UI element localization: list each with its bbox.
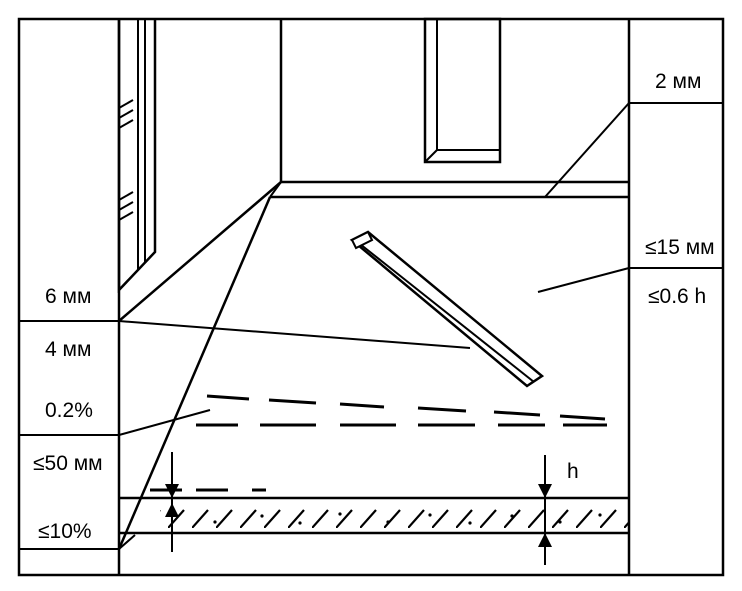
straightedge — [349, 230, 545, 388]
label-50mm: ≤50 мм — [33, 452, 103, 475]
leader-2mm — [544, 102, 630, 198]
leader-02 — [118, 409, 211, 436]
floor-left-edge — [118, 181, 282, 322]
screed-hatch — [160, 505, 629, 529]
hinge-marks-lower — [118, 191, 134, 221]
floor-perspective-line — [117, 196, 272, 550]
back-window — [423, 17, 502, 164]
leader-15mm — [537, 267, 630, 293]
label-6mm: 6 мм — [45, 285, 91, 308]
dim-arrows-h — [538, 455, 552, 565]
label-10pct: ≤10% — [38, 520, 92, 543]
hinge-marks-upper — [118, 99, 134, 129]
label-h: h — [567, 460, 579, 483]
label-15mm: ≤15 мм — [645, 236, 715, 259]
slope-dashes — [196, 394, 607, 427]
label-06h: ≤0.6 h — [648, 285, 706, 308]
dim-arrows-left — [165, 452, 179, 552]
outer-frame — [17, 17, 725, 577]
label-02pct: 0.2% — [45, 399, 93, 422]
screed-dots — [213, 512, 602, 525]
leader-6mm — [118, 320, 471, 349]
label-2mm: 2 мм — [655, 70, 701, 93]
left-door-frame-outer — [117, 19, 157, 294]
leader-10pct — [118, 534, 136, 550]
label-4mm: 4 мм — [45, 338, 91, 361]
